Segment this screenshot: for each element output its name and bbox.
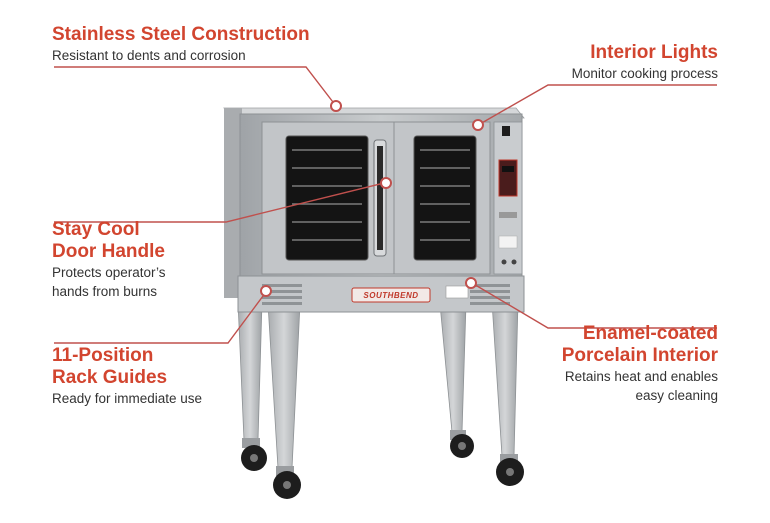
- control-panel: [493, 121, 523, 275]
- left-door-window: [285, 135, 369, 261]
- callout-enamel-title-2: Porcelain Interior: [561, 345, 718, 366]
- callout-stainless-title: Stainless Steel Construction: [52, 24, 310, 45]
- leader-stainless: [54, 66, 337, 107]
- dot-stainless: [330, 100, 342, 112]
- callout-enamel-title-1: Enamel-coated: [582, 323, 718, 344]
- right-door-window: [413, 135, 477, 261]
- callout-stainless-steel: Stainless Steel Construction Resistant t…: [52, 24, 310, 65]
- callout-rack-guides: 11-Position Rack Guides Ready for immedi…: [52, 345, 202, 408]
- callout-rack-title-2: Rack Guides: [52, 367, 168, 388]
- oven-legs: [237, 301, 519, 469]
- leader-lights: [479, 84, 717, 125]
- leader-enamel: [471, 282, 717, 329]
- dot-enamel: [465, 277, 477, 289]
- brand-plate: [351, 287, 431, 303]
- callout-handle-title-2: Door Handle: [52, 241, 165, 262]
- oven-casters: [241, 430, 524, 499]
- callout-handle-desc-2: hands from burns: [52, 284, 158, 299]
- control-display: [498, 159, 518, 197]
- callout-leaders: [54, 66, 717, 344]
- callout-lights-desc: Monitor cooking process: [571, 66, 718, 81]
- brand-plate-text: SOUTHBEND: [363, 291, 418, 300]
- callout-dots: [260, 100, 484, 297]
- callout-stainless-desc: Resistant to dents and corrosion: [52, 48, 246, 63]
- callout-interior-lights: Interior Lights Monitor cooking process: [572, 42, 718, 83]
- leader-handle: [54, 182, 385, 223]
- dot-handle: [380, 177, 392, 189]
- callout-door-handle: Stay Cool Door Handle Protects operator’…: [52, 219, 166, 301]
- leader-rack: [54, 291, 267, 344]
- callout-rack-desc: Ready for immediate use: [52, 391, 203, 406]
- dot-lights: [472, 119, 484, 131]
- callout-enamel-desc-1: Retains heat and enables: [564, 369, 718, 384]
- callout-enamel-interior: Enamel-coated Porcelain Interior Retains…: [562, 323, 718, 405]
- callout-rack-title-1: 11-Position: [52, 345, 154, 366]
- callout-enamel-desc-2: easy cleaning: [635, 388, 718, 403]
- dot-rack: [260, 285, 272, 297]
- callout-handle-title-1: Stay Cool: [52, 219, 140, 240]
- callout-handle-desc-1: Protects operator’s: [52, 265, 166, 280]
- oven-doors: [261, 121, 491, 275]
- callout-lights-title: Interior Lights: [590, 42, 718, 63]
